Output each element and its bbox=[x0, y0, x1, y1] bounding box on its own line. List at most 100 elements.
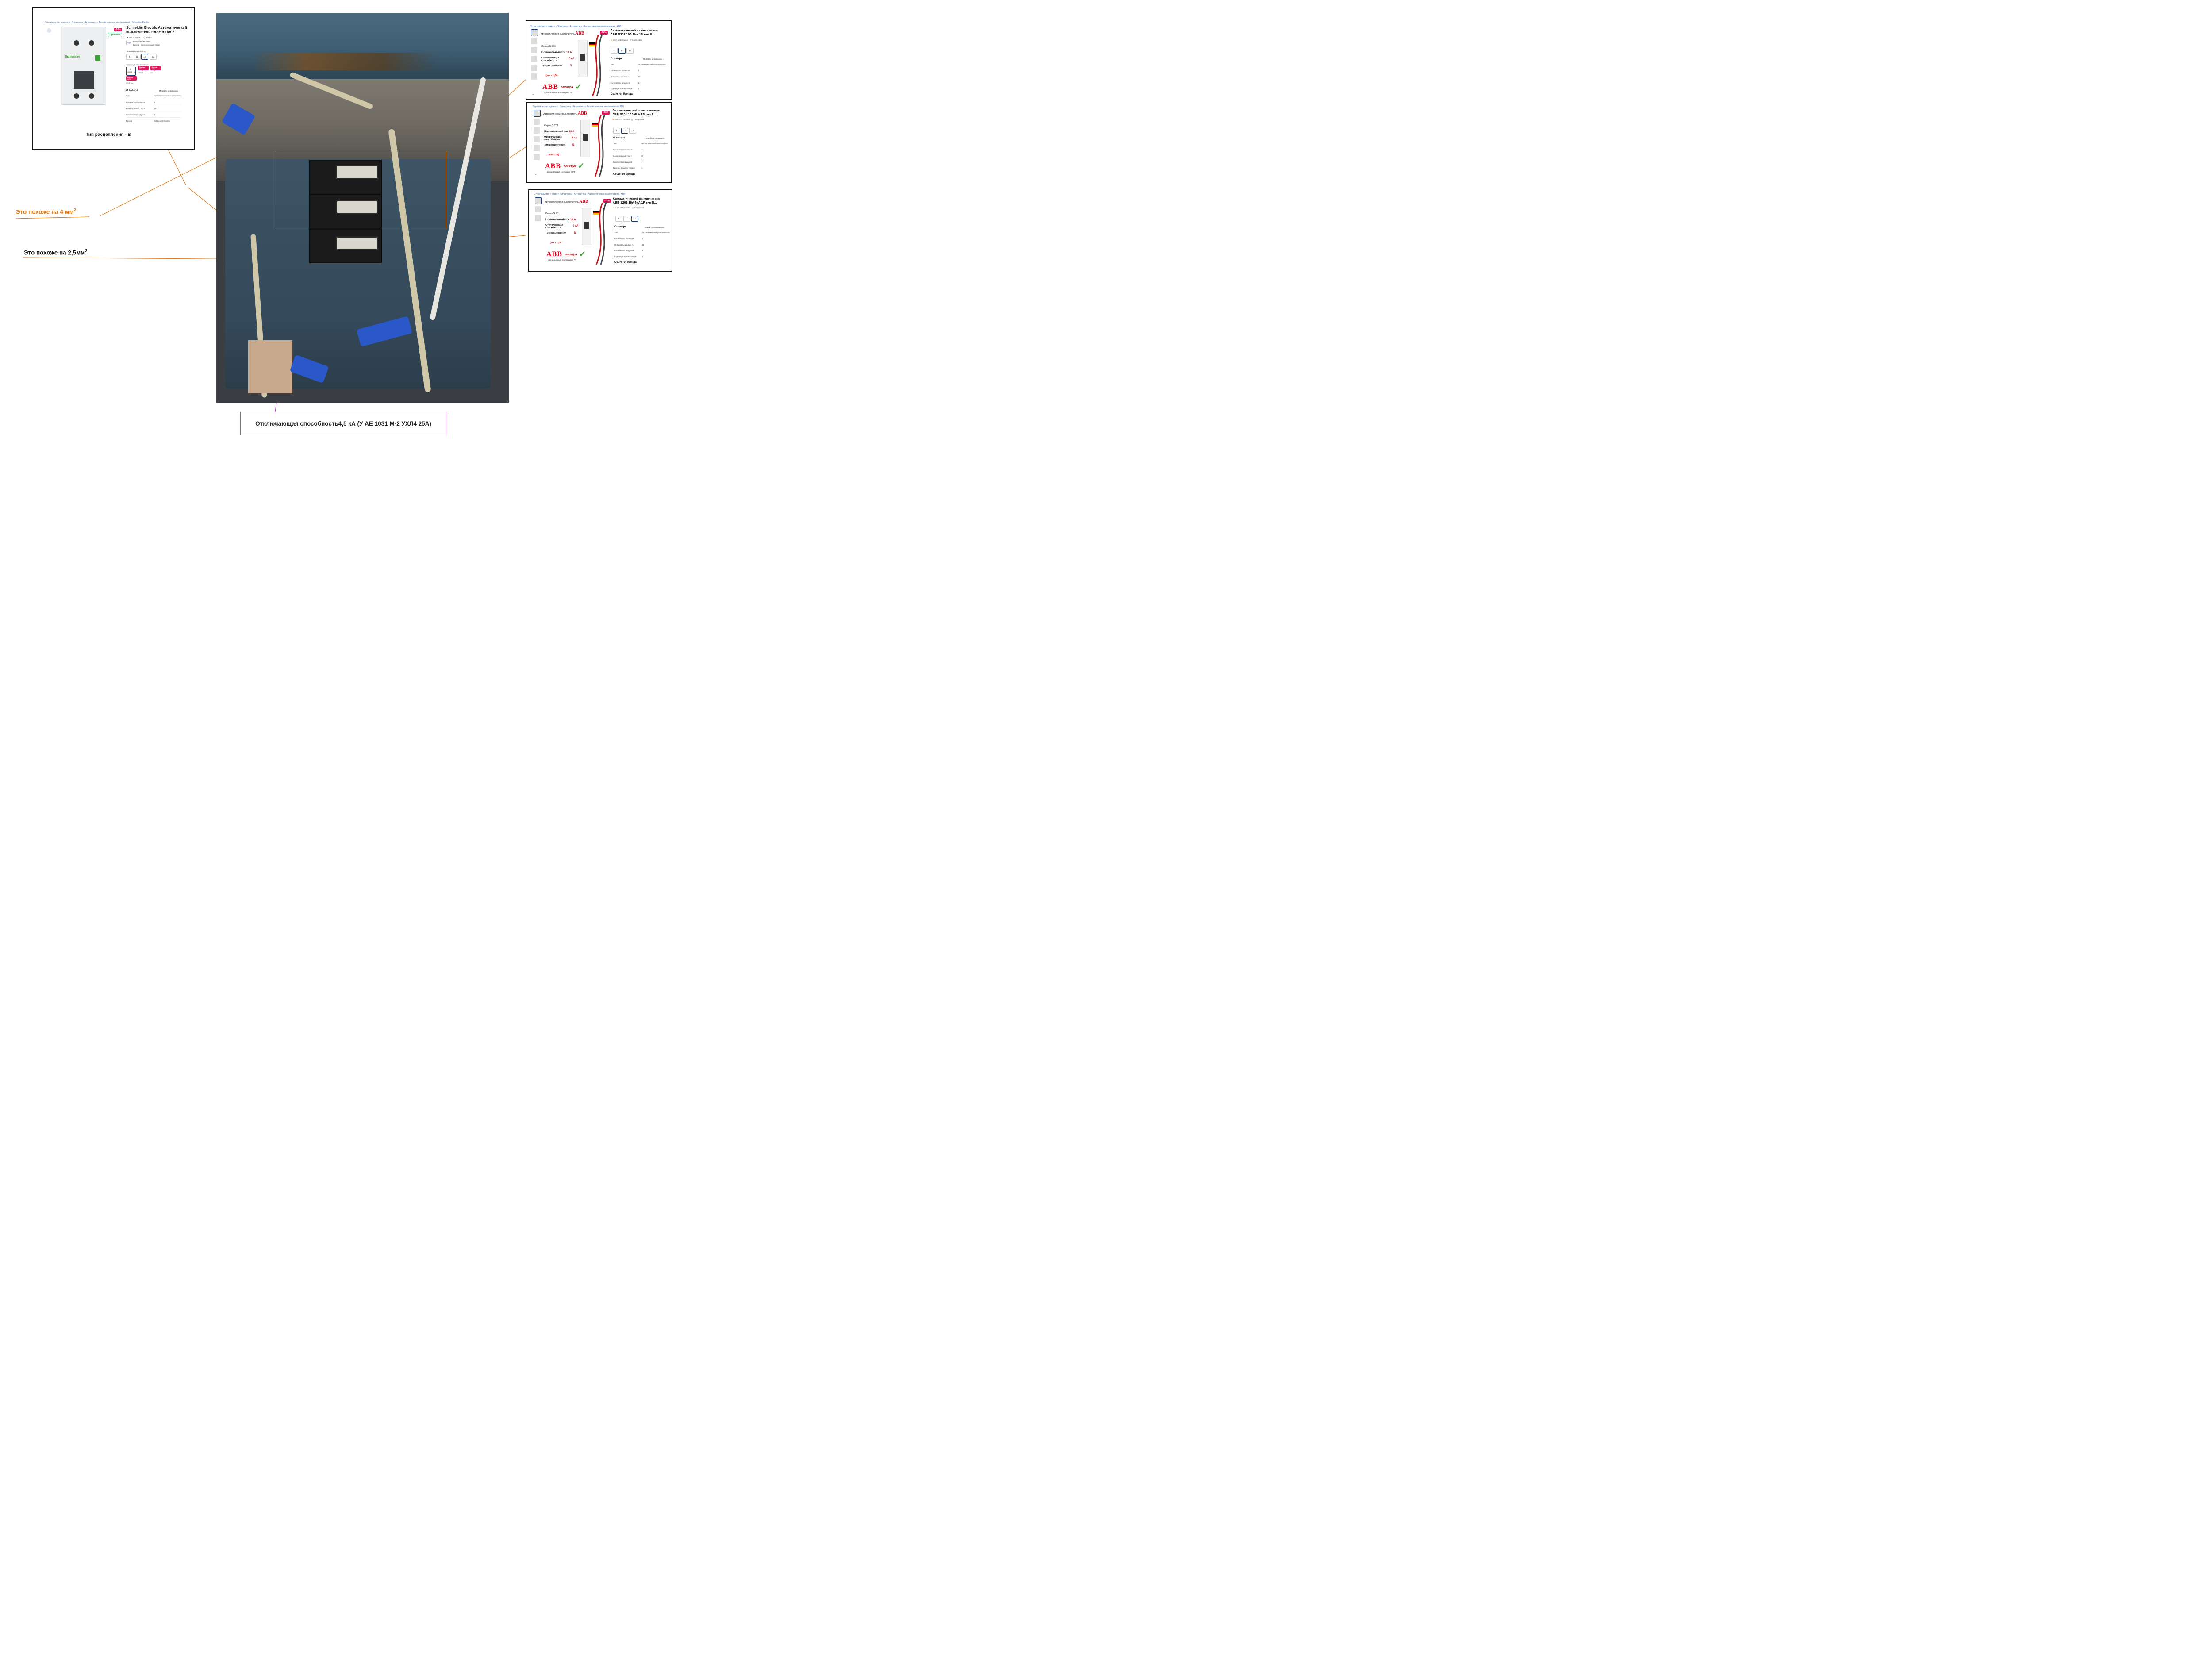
photo-paper-label bbox=[248, 340, 292, 393]
series-label: Серия S 201 bbox=[545, 212, 560, 215]
thumbnail[interactable] bbox=[534, 127, 540, 134]
abb-logo: ABB bbox=[542, 83, 558, 91]
spec-key: Номинальный ток, А bbox=[611, 76, 630, 78]
series-link[interactable]: Серия от бренда bbox=[611, 93, 633, 96]
thumbnail[interactable] bbox=[531, 56, 537, 62]
thumbnail[interactable] bbox=[531, 65, 537, 71]
nominal-current: Номинальный ток 16 А bbox=[545, 219, 576, 221]
spec-value: 2 bbox=[154, 101, 155, 104]
spec-value: Schneider Electric bbox=[154, 120, 170, 122]
current-option[interactable]: 32 bbox=[150, 54, 157, 60]
series-link[interactable]: Серия от бренда bbox=[614, 261, 637, 264]
trip-type-value: В bbox=[572, 144, 575, 146]
promo-head: Автоматический выключатель bbox=[541, 33, 575, 35]
current-option[interactable]: 16 bbox=[629, 128, 636, 134]
photo-breaker-lever bbox=[336, 200, 378, 214]
cable-graphic-icon bbox=[595, 203, 607, 265]
breadcrumb[interactable]: Строительство и ремонт › Электрика › Авт… bbox=[45, 21, 150, 24]
chevron-down-icon[interactable]: ⌄ bbox=[534, 173, 537, 176]
checkmark-icon: ✓ bbox=[575, 82, 582, 91]
abb-logo: ABB bbox=[546, 250, 562, 258]
spec-value: 1 bbox=[642, 255, 643, 258]
product-title: Автоматический выключатель ABB S201 16A … bbox=[613, 197, 661, 204]
brand-name[interactable]: Schneider Electric bbox=[133, 41, 151, 43]
schneider-breaker-image: Schneider bbox=[61, 27, 106, 105]
current-option[interactable]: 10 bbox=[134, 54, 141, 60]
about-heading: О товаре bbox=[614, 226, 626, 228]
series-link[interactable]: Серия от бренда bbox=[613, 173, 635, 176]
rating[interactable]: ★ 4.9 • 124 отзыва ◻ 5 вопросов bbox=[613, 207, 644, 209]
screw-icon bbox=[89, 93, 94, 99]
current-option[interactable]: 10 bbox=[623, 216, 630, 222]
nominal-current: Номинальный ток 10 А bbox=[544, 131, 575, 133]
current-option-selected[interactable]: 16 bbox=[631, 216, 638, 222]
thumbnail[interactable] bbox=[534, 119, 540, 125]
current-option[interactable]: 6 bbox=[126, 54, 133, 60]
product-title: Schneider Electric Автоматический выключ… bbox=[126, 26, 187, 34]
spec-key: Бренд bbox=[126, 120, 132, 122]
brand-sub: Бренд · оригинальный товар bbox=[133, 44, 160, 46]
thumbnail[interactable] bbox=[534, 136, 540, 142]
current-option-selected[interactable]: 10 bbox=[621, 128, 628, 134]
thumbnail-selected[interactable] bbox=[531, 29, 538, 36]
spec-value: 16 bbox=[154, 108, 157, 110]
original-badge: Оригинал bbox=[108, 33, 123, 37]
spec-key: Номинальный ток, А bbox=[126, 108, 145, 110]
thumbnail-selected[interactable] bbox=[535, 197, 542, 204]
breadcrumb[interactable]: Строительство и ремонт › Электрика › Авт… bbox=[534, 193, 626, 196]
current-option[interactable]: 6 bbox=[613, 128, 620, 134]
spec-key: Количество полюсов bbox=[613, 149, 633, 151]
discount-badge: -37% bbox=[603, 199, 611, 203]
unit-option-4[interactable]: Выгода 2% 4 1 012 ₽ / шт bbox=[138, 66, 149, 75]
spec-value: 16 bbox=[642, 244, 645, 246]
chevron-down-icon[interactable]: ⌄ bbox=[532, 92, 534, 96]
promo-head: Автоматический выключатель bbox=[545, 201, 579, 204]
electro-text: электро bbox=[565, 253, 577, 256]
electro-text: электро bbox=[564, 165, 576, 168]
breaking-capacity-label: Отключающая способность bbox=[544, 136, 562, 141]
reviews[interactable]: ★ Нет отзывов ◻ 1 вопрос bbox=[127, 36, 153, 38]
cable-graphic-icon bbox=[594, 115, 606, 177]
current-option-selected[interactable]: 10 bbox=[618, 48, 626, 54]
unit-option-8[interactable]: Выгода 12% 8 906 ₽ / шт bbox=[150, 66, 161, 75]
checkmark-icon: ✓ bbox=[579, 250, 586, 258]
goto-description-link[interactable]: Перейти к описанию › bbox=[159, 90, 180, 92]
promo-head: Автоматический выключатель bbox=[543, 113, 577, 115]
spec-key: Номинальный ток, А bbox=[613, 155, 632, 157]
current-option-selected[interactable]: 16 bbox=[141, 54, 148, 60]
supplier-text: официальный поставщик в РФ bbox=[544, 92, 573, 94]
rating[interactable]: ★ 4.9 • 124 отзыва ◻ 5 вопросов bbox=[611, 39, 642, 41]
spec-value: 1 bbox=[641, 167, 642, 169]
photo-breaker-lever bbox=[336, 165, 378, 179]
thumbnail[interactable] bbox=[534, 154, 540, 160]
current-option[interactable]: 6 bbox=[615, 216, 622, 222]
thumbnail[interactable] bbox=[535, 206, 541, 212]
breaking-capacity-label: Отключающая способность bbox=[545, 224, 563, 229]
unit-option-1[interactable]: 1 1 129 ₽ / шт bbox=[126, 67, 136, 76]
abb-breaker-image bbox=[582, 208, 591, 245]
thumbnail[interactable] bbox=[535, 215, 541, 221]
breadcrumb[interactable]: Строительство и ремонт › Электрика › Авт… bbox=[533, 105, 624, 108]
goto-description-link[interactable]: Перейти к описанию › bbox=[645, 226, 665, 228]
product-title: Автоматический выключатель ABB S201 10A … bbox=[611, 29, 658, 36]
spec-key: Количество модулей bbox=[614, 250, 634, 252]
spec-value: Автоматический выключатель bbox=[642, 231, 670, 234]
thumbnail[interactable] bbox=[531, 47, 537, 53]
spec-key: Тип bbox=[614, 231, 618, 234]
spec-key: Тип bbox=[613, 142, 617, 145]
current-option[interactable]: 16 bbox=[626, 48, 634, 54]
current-option[interactable]: 6 bbox=[611, 48, 618, 54]
spec-key: Количество модулей bbox=[613, 161, 633, 163]
breadcrumb[interactable]: Строительство и ремонт › Электрика › Авт… bbox=[530, 25, 622, 28]
thumbnail[interactable] bbox=[531, 38, 537, 44]
goto-description-link[interactable]: Перейти к описанию › bbox=[643, 58, 664, 60]
thumbnail[interactable] bbox=[531, 73, 537, 80]
trip-type-label: Тип расцепления bbox=[545, 232, 567, 234]
thumbnail[interactable] bbox=[534, 145, 540, 151]
spec-value: 1 bbox=[638, 88, 639, 90]
trip-type-value: В bbox=[574, 232, 576, 234]
thumbnail-selected[interactable] bbox=[534, 110, 541, 117]
goto-description-link[interactable]: Перейти к описанию › bbox=[645, 137, 665, 139]
rating[interactable]: ★ 4.9 • 124 отзыва ◻ 5 вопросов bbox=[612, 119, 644, 121]
unit-option-12[interactable]: Выгода 12% 12 900 ₽ / шт bbox=[126, 76, 137, 84]
